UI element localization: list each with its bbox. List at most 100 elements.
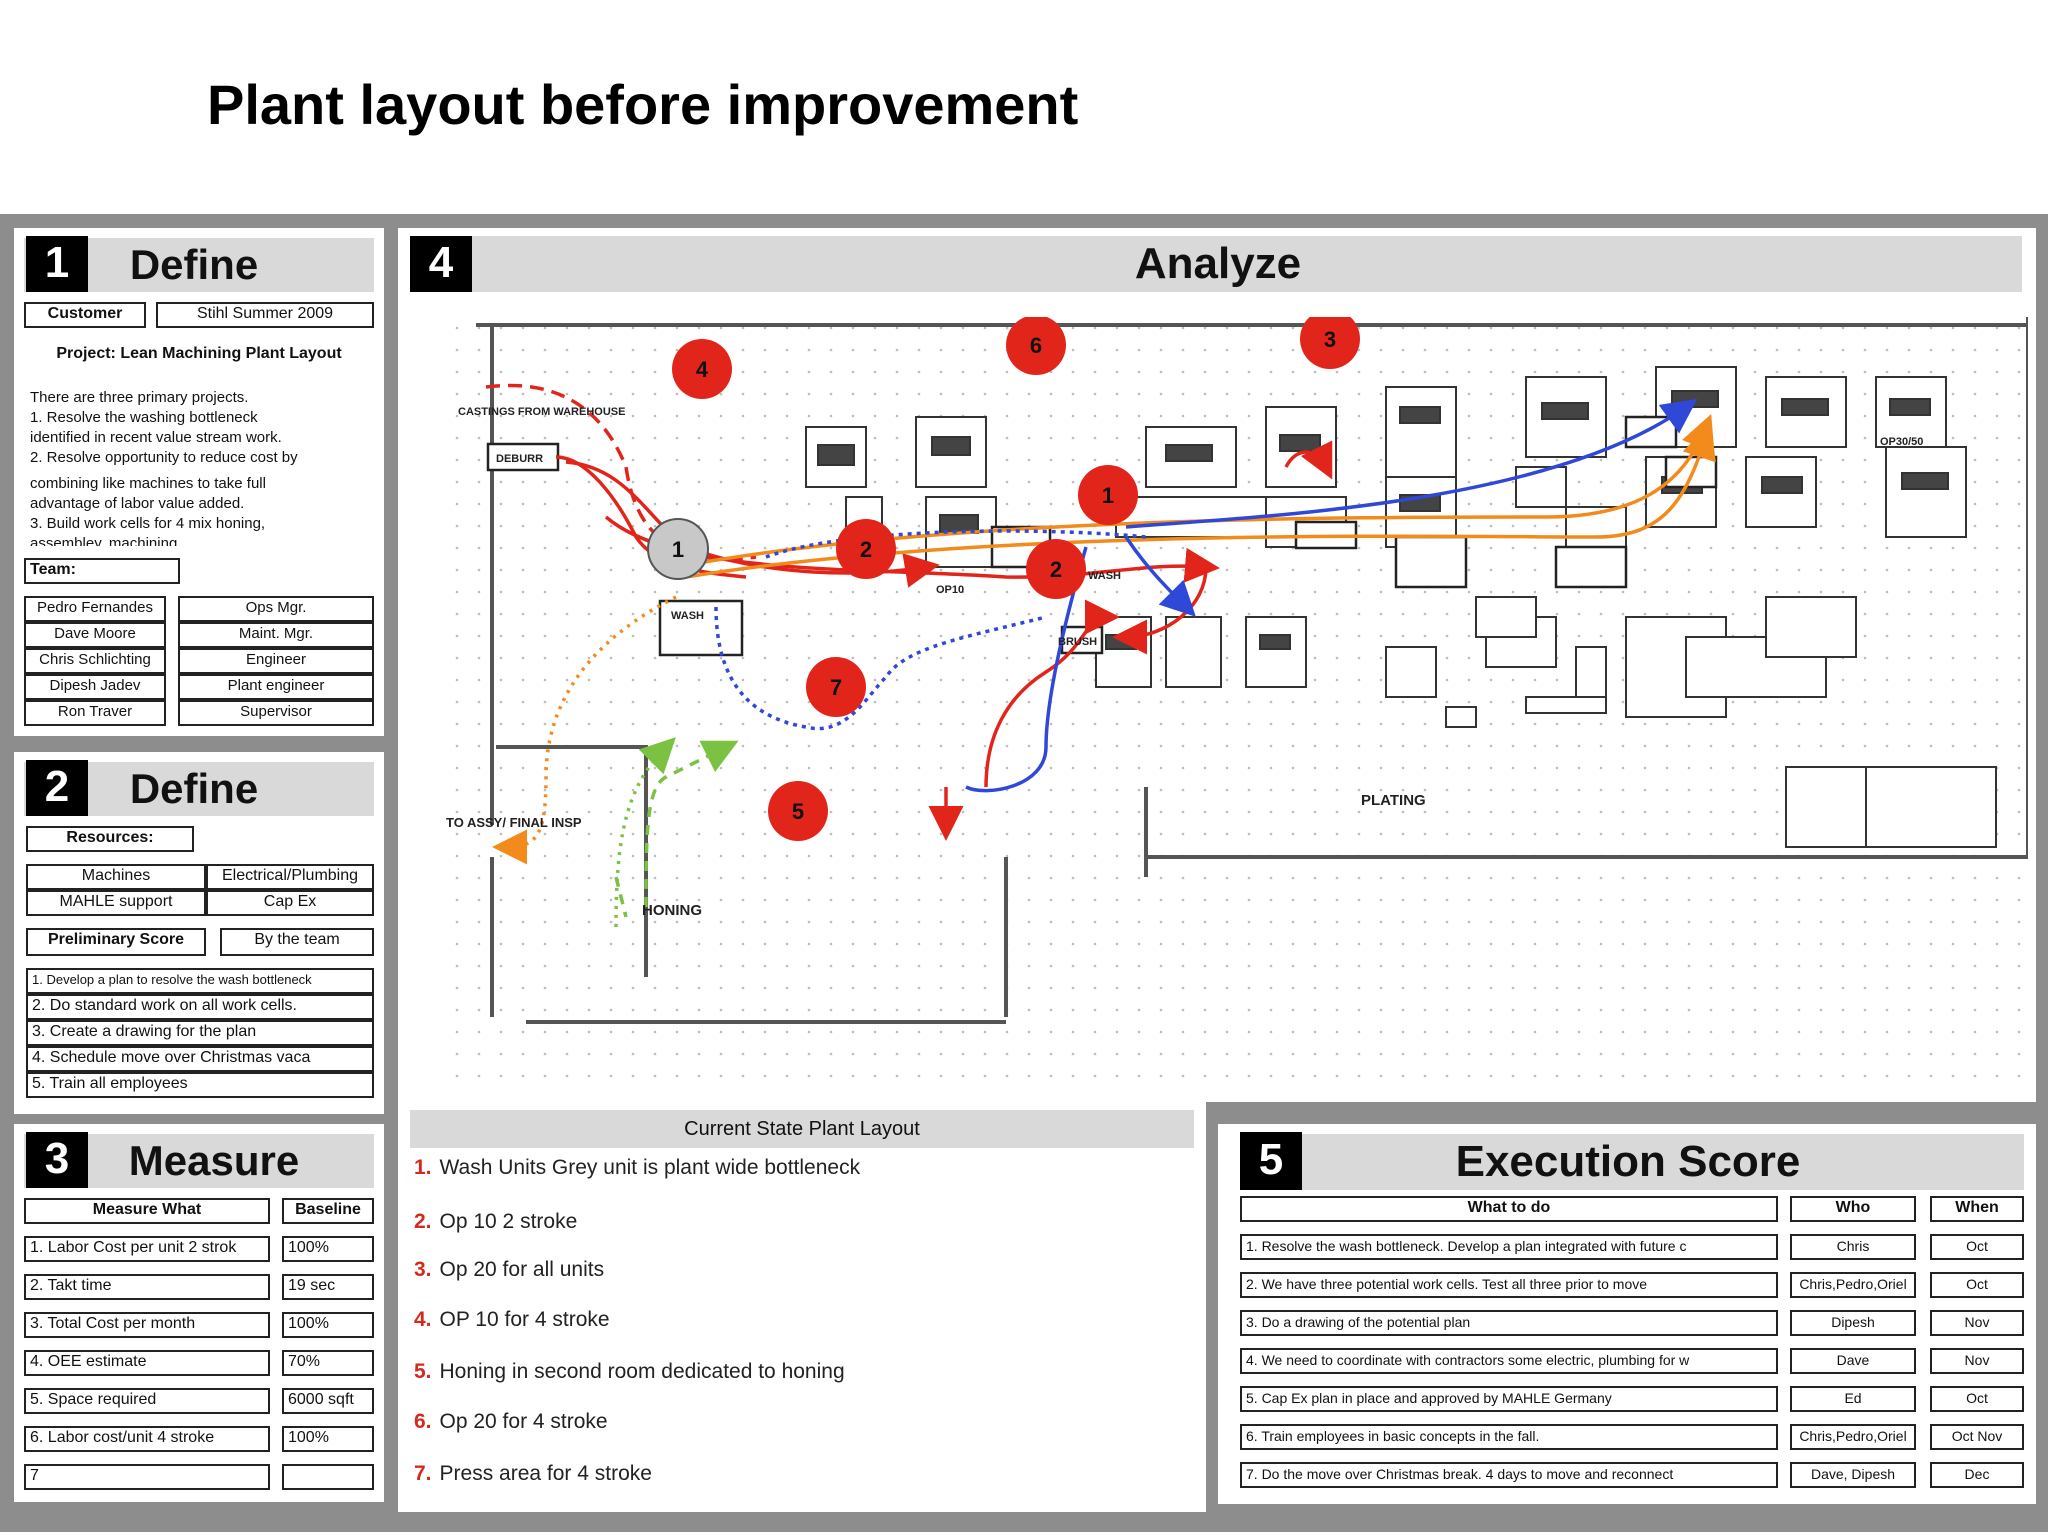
panel-header [410, 236, 2022, 292]
action-when: Nov [1930, 1348, 2024, 1374]
svg-text:1: 1 [672, 537, 684, 562]
castings-label: CASTINGS FROM WAREHOUSE [458, 406, 625, 418]
panel-1-define: 1 Define Customer Stihl Summer 2009 Proj… [14, 228, 384, 736]
measure-col-header: Measure What [24, 1198, 270, 1224]
resources-label: Resources: [26, 826, 194, 852]
action-what: 3. Do a drawing of the potential plan [1240, 1310, 1778, 1336]
resource-cell: Machines [26, 864, 206, 890]
what-col-header: What to do [1240, 1196, 1778, 1222]
action-what: 1. Resolve the wash bottleneck. Develop … [1240, 1234, 1778, 1260]
team-name: Chris Schlichting [24, 648, 166, 674]
op10-label: OP10 [936, 584, 964, 596]
panel-title: Measure [128, 1137, 300, 1184]
measure-baseline: 100% [282, 1426, 374, 1452]
project-line: identified in recent value stream work. [30, 429, 282, 446]
marker-7: 7 [806, 657, 866, 717]
svg-text:4: 4 [696, 357, 709, 382]
marker-5: 5 [768, 781, 828, 841]
measure-baseline: 6000 sqft [282, 1388, 374, 1414]
team-name: Ron Traver [24, 700, 166, 726]
action-when: Oct [1930, 1272, 2024, 1298]
page-title: Plant layout before improvement [207, 73, 1079, 136]
team-name: Dipesh Jadev [24, 674, 166, 700]
honing-label: HONING [642, 902, 702, 919]
project-line: 3. Build work cells for 4 mix honing, [30, 515, 266, 532]
score-label: Preliminary Score [26, 928, 206, 956]
svg-text:6: 6 [1030, 333, 1042, 358]
team-role: Plant engineer [178, 674, 374, 700]
team-role: Ops Mgr. [178, 596, 374, 622]
score-value: By the team [220, 928, 374, 956]
measure-baseline [282, 1464, 374, 1490]
measure-baseline: 70% [282, 1350, 374, 1376]
assy-label: TO ASSY/ FINAL INSP [446, 815, 582, 830]
action-who: Chris [1790, 1234, 1916, 1260]
team-role: Engineer [178, 648, 374, 674]
panel-title: Execution Score [1455, 1137, 1801, 1186]
action-what: 4. We need to coordinate with contractor… [1240, 1348, 1778, 1374]
define-item: 2. Do standard work on all work cells. [26, 994, 374, 1020]
action-when: Oct [1930, 1386, 2024, 1412]
project-line: combining like machines to take full [30, 475, 266, 492]
deburr-label: DEBURR [496, 453, 543, 465]
team-label: Team: [24, 558, 180, 584]
panel-5-execution-score: 5 Execution Score What to do Who When 1.… [1218, 1124, 2036, 1504]
panel-header [1240, 1134, 2024, 1190]
team-name: Dave Moore [24, 622, 166, 648]
legend-item: 6.Op 20 for 4 stroke [414, 1410, 608, 1433]
action-who: Dipesh [1790, 1310, 1916, 1336]
panel-title: Define [129, 765, 259, 812]
panel-3-measure: 3 Measure Measure What Baseline 1. Labor… [14, 1124, 384, 1502]
team-role: Supervisor [178, 700, 374, 726]
svg-text:2: 2 [1050, 557, 1062, 582]
panel-number: 3 [26, 1132, 88, 1188]
project-description: There are three primary projects. 1. Res… [30, 388, 375, 474]
action-who: Chris,Pedro,Oriel [1790, 1424, 1916, 1450]
marker-6: 6 [1006, 317, 1066, 375]
action-who: Dave [1790, 1348, 1916, 1374]
action-who: Chris,Pedro,Oriel [1790, 1272, 1916, 1298]
action-what: 7. Do the move over Christmas break. 4 d… [1240, 1462, 1778, 1488]
resource-cell: Cap Ex [206, 890, 374, 916]
project-line: 1. Resolve the washing bottleneck [30, 409, 258, 426]
team-name: Pedro Fernandes [24, 596, 166, 622]
measure-what: 7 [24, 1464, 270, 1490]
panel-title: Define [129, 241, 259, 288]
process-boxes [486, 415, 1718, 657]
action-when: Nov [1930, 1310, 2024, 1336]
marker-3: 3 [1300, 317, 1360, 369]
measure-what: 4. OEE estimate [24, 1350, 270, 1376]
map-labels: CASTINGS FROM WAREHOUSE DEBURR WASH OP10… [446, 406, 1923, 919]
define-item: 3. Create a drawing for the plan [26, 1020, 374, 1046]
team-role: Maint. Mgr. [178, 622, 374, 648]
baseline-col-header: Baseline [282, 1198, 374, 1224]
wash-left-label: WASH [671, 610, 704, 622]
measure-what: 1. Labor Cost per unit 2 strok [24, 1236, 270, 1262]
plant-layout-map: CASTINGS FROM WAREHOUSE DEBURR WASH OP10… [446, 317, 2028, 1087]
measure-baseline: 19 sec [282, 1274, 374, 1300]
measure-what: 3. Total Cost per month [24, 1312, 270, 1338]
project-line: assembley, machining [30, 535, 178, 546]
svg-text:1: 1 [1102, 483, 1114, 508]
marker-4: 4 [672, 339, 732, 399]
op30-label: OP30/50 [1880, 436, 1923, 448]
marker-2: 2 [836, 519, 896, 579]
project-line: advantage of labor value added. [30, 495, 245, 512]
marker-1: 1 [1078, 465, 1138, 525]
when-col-header: When [1930, 1196, 2024, 1222]
measure-baseline: 100% [282, 1312, 374, 1338]
measure-what: 6. Labor cost/unit 4 stroke [24, 1426, 270, 1452]
panel-title: Analyze [1134, 239, 1302, 288]
panel-2-define: 2 Define Resources: Machines Electrical/… [14, 752, 384, 1114]
define-item: 5. Train all employees [26, 1072, 374, 1098]
panel-number: 2 [26, 760, 88, 816]
project-line: 2. Resolve opportunity to reduce cost by [30, 449, 298, 466]
action-when: Oct Nov [1930, 1424, 2024, 1450]
legend-area: Current State Plant Layout 1.Wash Units … [398, 1102, 1206, 1512]
legend-item: 4.OP 10 for 4 stroke [414, 1308, 610, 1331]
map-markers: 1 2 2 3 4 5 6 7 1 [647, 317, 1360, 841]
map-caption: Current State Plant Layout [410, 1110, 1194, 1148]
action-what: 6. Train employees in basic concepts in … [1240, 1424, 1778, 1450]
panel-number: 4 [410, 236, 472, 292]
action-what: 2. We have three potential work cells. T… [1240, 1272, 1778, 1298]
